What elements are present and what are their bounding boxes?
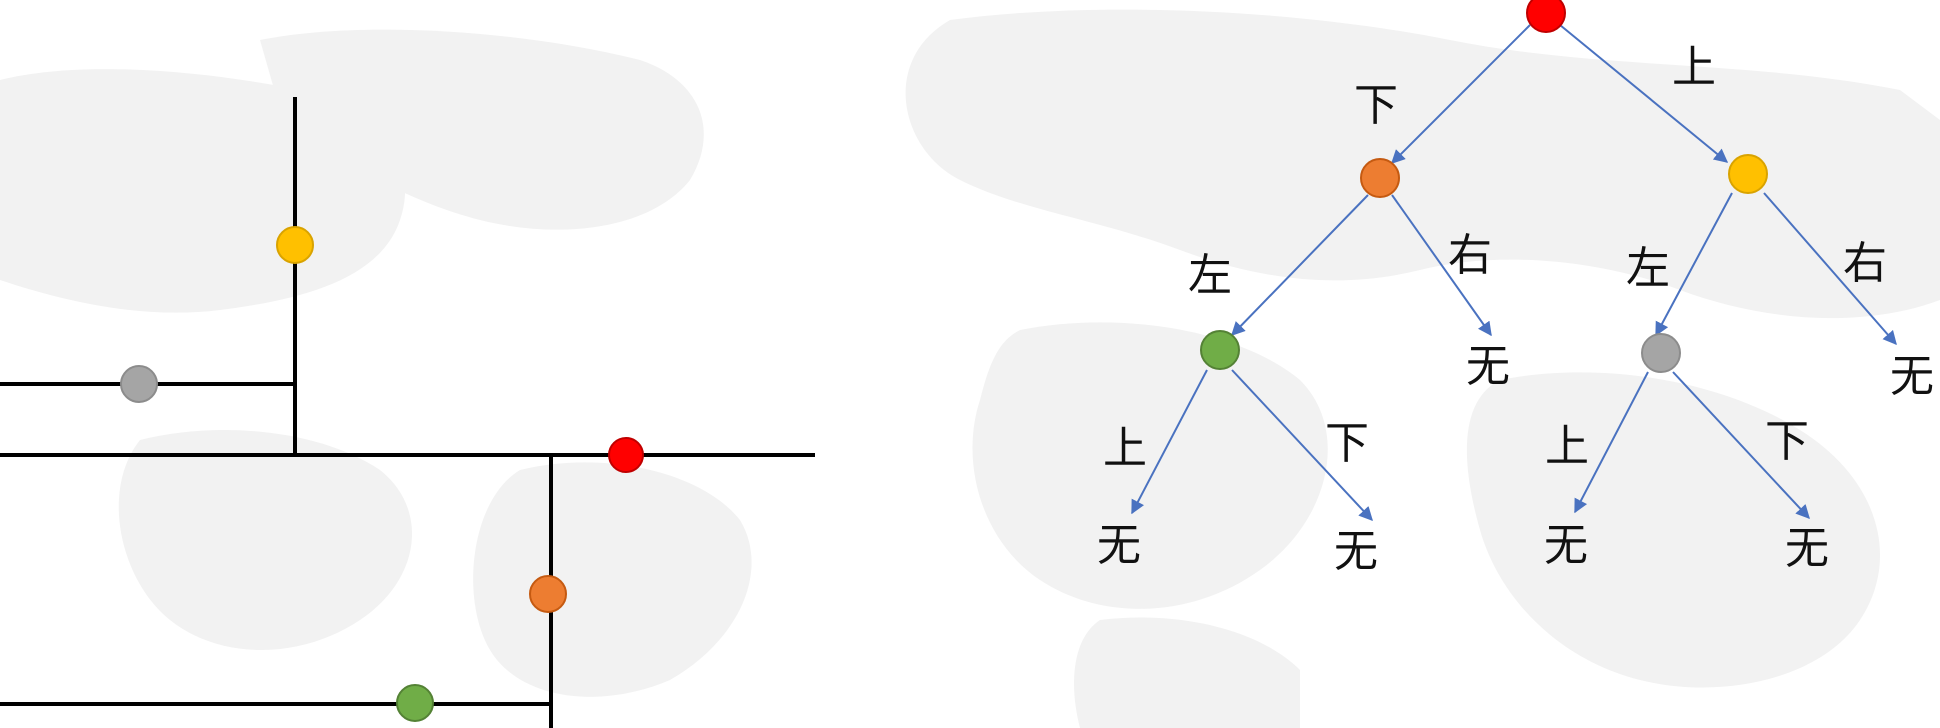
edge-label-gray-down: 下 — [1765, 416, 1809, 467]
node-green — [1200, 330, 1240, 370]
edge-label-yellow-left: 左 — [1626, 243, 1670, 294]
edge-gray-down — [1672, 371, 1810, 520]
node-gray — [1641, 333, 1681, 373]
node-red-root — [1526, 0, 1566, 33]
leaf-label-gray-down: 无 — [1785, 523, 1829, 574]
edge-label-orange-right: 右 — [1448, 230, 1492, 281]
point-yellow — [276, 226, 314, 264]
edge-green-up — [1131, 369, 1208, 515]
edge-label-yellow-right: 右 — [1843, 238, 1887, 289]
edge-orange-left — [1231, 194, 1369, 337]
edge-label-orange-left: 左 — [1188, 250, 1232, 301]
leaf-label-orange-right: 无 — [1466, 341, 1510, 392]
edge-label-gray-up: 上 — [1545, 421, 1589, 472]
edge-label-green-up: 上 — [1103, 423, 1147, 474]
node-orange — [1360, 158, 1400, 198]
point-red — [608, 437, 644, 473]
edge-yellow-left — [1655, 192, 1733, 337]
point-green — [396, 684, 434, 722]
leaf-label-gray-up: 无 — [1544, 520, 1588, 571]
edge-root-down — [1391, 24, 1531, 164]
edge-label-green-down: 下 — [1325, 418, 1369, 469]
edge-orange-right — [1391, 194, 1492, 337]
leaf-label-yellow-right: 无 — [1890, 351, 1934, 402]
edge-label-root-up: 上 — [1672, 42, 1716, 93]
leaf-label-green-up: 无 — [1097, 520, 1141, 571]
leaf-label-green-down: 无 — [1334, 526, 1378, 577]
edge-green-down — [1231, 369, 1373, 522]
edge-label-root-down: 下 — [1354, 80, 1398, 131]
point-orange — [529, 575, 567, 613]
edge-yellow-right — [1763, 192, 1897, 346]
point-gray — [120, 365, 158, 403]
node-yellow — [1728, 154, 1768, 194]
edge-root-up — [1559, 24, 1729, 163]
edge-gray-up — [1574, 371, 1649, 514]
